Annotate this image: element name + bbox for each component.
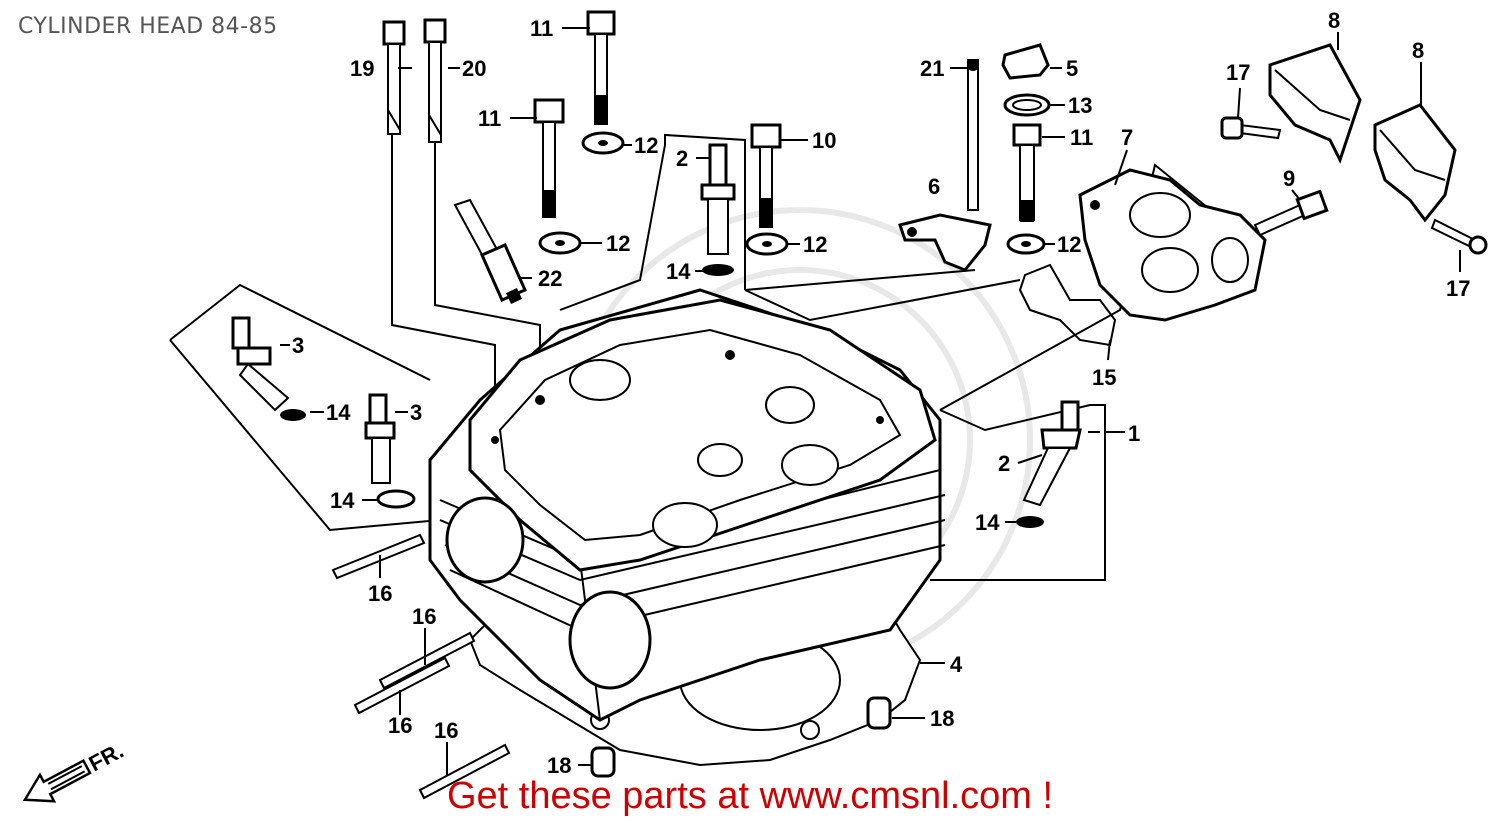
callout-20: 20 bbox=[462, 56, 486, 81]
housing-7 bbox=[1078, 168, 1267, 322]
hose-clamp-8-right bbox=[1373, 103, 1457, 223]
promo-footer: Get these parts at www.cmsnl.com ! bbox=[446, 775, 1054, 817]
callout-4: 4 bbox=[950, 652, 963, 677]
callout-18-left: 18 bbox=[547, 753, 571, 778]
callout-11-right: 11 bbox=[1070, 125, 1093, 150]
callout-15: 15 bbox=[1092, 365, 1116, 390]
bolt-17-left bbox=[1220, 116, 1282, 140]
callout-13: 13 bbox=[1068, 93, 1092, 118]
bolt-11-top bbox=[586, 10, 616, 125]
callout-8-right: 8 bbox=[1412, 38, 1424, 63]
callout-12-top: 12 bbox=[634, 133, 658, 158]
front-label: FR. bbox=[85, 738, 128, 777]
callout-labels: 1 2 2 3 3 4 5 6 7 8 8 9 10 11 11 11 12 1… bbox=[292, 8, 1470, 778]
callout-16-d: 16 bbox=[434, 718, 458, 743]
diagram-title: CYLINDER HEAD 84-85 bbox=[18, 14, 278, 39]
callout-14-center: 14 bbox=[666, 259, 691, 284]
o-ring-13 bbox=[1003, 93, 1051, 117]
washers-12 bbox=[538, 131, 1046, 256]
callout-5: 5 bbox=[1066, 56, 1078, 81]
callout-17-right: 17 bbox=[1446, 276, 1470, 301]
callout-14-lower: 14 bbox=[330, 488, 355, 513]
callout-12-left: 12 bbox=[606, 231, 630, 256]
cylinder-head bbox=[428, 288, 946, 767]
bolt-19 bbox=[382, 20, 406, 135]
callout-19: 19 bbox=[350, 56, 374, 81]
callout-ticks bbox=[280, 27, 1461, 775]
callout-12-right: 12 bbox=[1057, 232, 1081, 257]
studs-16 bbox=[331, 533, 511, 800]
callout-6: 6 bbox=[928, 174, 940, 199]
callout-8-left: 8 bbox=[1328, 8, 1340, 33]
spark-plug-22 bbox=[453, 198, 527, 304]
callout-1: 1 bbox=[1128, 421, 1140, 446]
hose-clamp-8-left bbox=[1268, 43, 1362, 164]
callout-10: 10 bbox=[812, 128, 836, 153]
stud-21 bbox=[967, 59, 979, 211]
callout-7: 7 bbox=[1121, 125, 1133, 150]
bolt-17-right bbox=[1430, 218, 1488, 255]
callout-16-c: 16 bbox=[388, 713, 412, 738]
callout-16-b: 16 bbox=[412, 604, 436, 629]
callout-3-lower: 3 bbox=[410, 400, 422, 425]
bracket-6 bbox=[898, 213, 992, 272]
valve-guide-2-center bbox=[700, 143, 736, 276]
bolt-11-right bbox=[1012, 123, 1042, 222]
callout-9: 9 bbox=[1283, 166, 1295, 191]
bolt-9 bbox=[1253, 189, 1329, 237]
dowels-18 bbox=[590, 696, 892, 778]
callout-3-upper: 3 bbox=[292, 333, 304, 358]
callout-14-upper: 14 bbox=[326, 400, 351, 425]
callout-18-right: 18 bbox=[930, 706, 954, 731]
callout-16-a: 16 bbox=[368, 581, 392, 606]
callout-22: 22 bbox=[538, 266, 562, 291]
callout-14-right: 14 bbox=[975, 510, 1000, 535]
callout-11-left: 11 bbox=[478, 106, 501, 131]
valve-guide-3-lower bbox=[364, 393, 416, 509]
valve-guide-2-right bbox=[1016, 400, 1082, 528]
callout-17-left: 17 bbox=[1226, 60, 1250, 85]
cap-5 bbox=[1001, 43, 1050, 80]
callout-21: 21 bbox=[920, 56, 944, 81]
callout-12-center: 12 bbox=[803, 232, 827, 257]
callout-11-top: 11 bbox=[530, 16, 553, 41]
leader-lines bbox=[169, 130, 1261, 581]
bolt-11-left bbox=[533, 98, 565, 218]
callout-2-center: 2 bbox=[676, 146, 688, 171]
callout-2-right: 2 bbox=[998, 451, 1010, 476]
valve-guide-3-upper bbox=[231, 316, 306, 421]
bolt-10 bbox=[750, 123, 782, 228]
bolt-20 bbox=[423, 18, 447, 143]
